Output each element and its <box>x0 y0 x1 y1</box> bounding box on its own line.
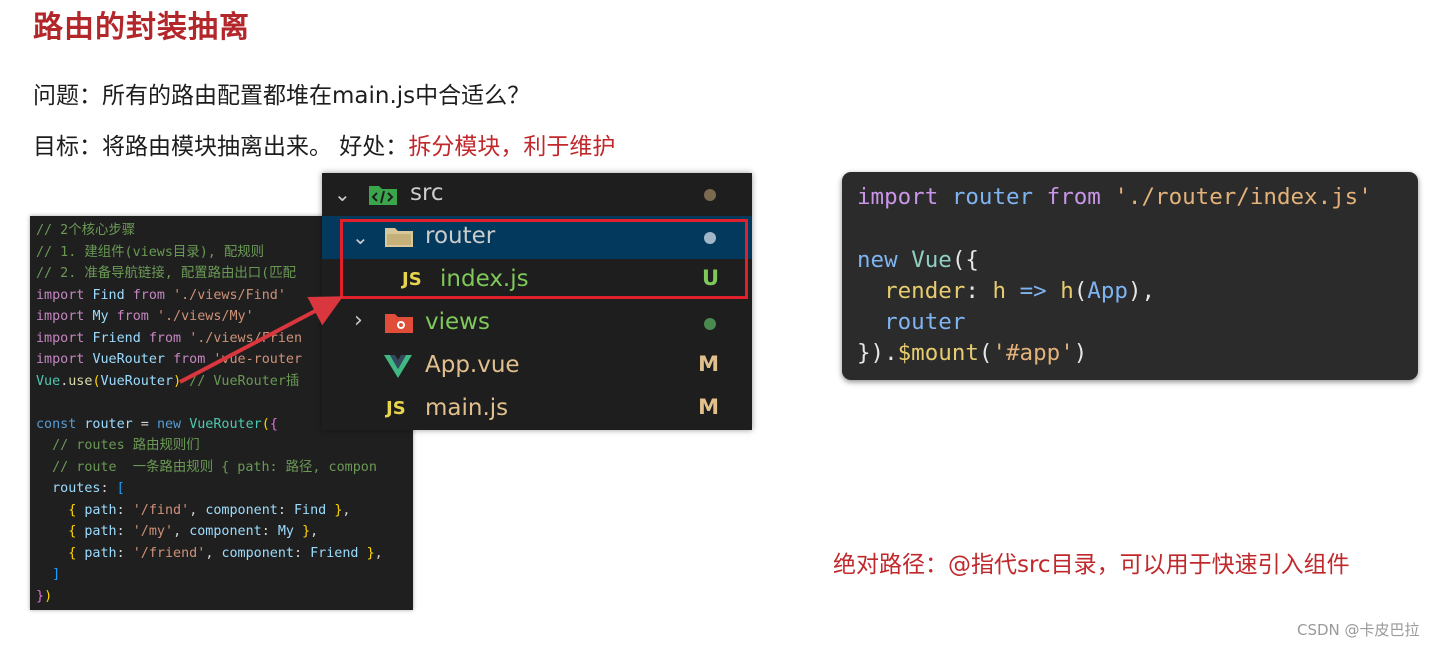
code-keyword: new <box>857 246 898 273</box>
folder-icon <box>368 181 398 213</box>
code-keyword: from <box>1046 184 1101 210</box>
goal-prefix: 目标：将路由模块抽离出来。 好处： <box>33 134 409 160</box>
code-string: '/find' <box>132 502 190 518</box>
code-keyword: import <box>857 184 939 210</box>
code-property: render <box>884 277 966 304</box>
main-js-code-card: import router from './router/index.js' n… <box>842 172 1418 380</box>
explorer-label: main.js <box>425 395 509 421</box>
modified-dot <box>704 318 716 330</box>
explorer-item-router[interactable]: ⌄ router <box>322 216 752 259</box>
card-code: import router from './router/index.js' n… <box>857 184 1372 367</box>
explorer-label: App.vue <box>425 352 520 378</box>
git-status: M <box>698 395 719 419</box>
code-string: '/my' <box>132 524 174 539</box>
modified-dot <box>704 189 716 201</box>
chevron-right-icon: › <box>354 308 363 333</box>
code-string: './views/Find' <box>173 287 286 303</box>
page-title: 路由的封装抽离 <box>33 10 250 45</box>
explorer-item-app-vue[interactable]: App.vue M <box>322 345 752 388</box>
code-string: 'vue-router <box>213 352 303 367</box>
folder-icon <box>384 311 414 341</box>
code-comment: // VueRouter插 <box>189 373 300 389</box>
explorer-item-src[interactable]: ⌄ src <box>322 173 752 216</box>
code-param: h <box>992 277 1007 304</box>
code-string: './router/index.js' <box>1114 184 1372 210</box>
explorer-label: router <box>425 223 496 249</box>
code-identifier: App <box>1087 277 1128 304</box>
explorer-label: index.js <box>440 266 529 292</box>
code-class: Vue <box>911 246 952 273</box>
js-file-icon: JS <box>402 269 422 290</box>
code-function: $mount <box>897 340 979 367</box>
git-status: M <box>698 352 719 376</box>
explorer-item-main-js[interactable]: JS main.js M <box>322 388 752 430</box>
code-identifier: router <box>951 184 1034 210</box>
modified-dot <box>704 232 716 244</box>
code-string: '/friend' <box>132 545 206 561</box>
question-text: 问题：所有的路由配置都堆在main.js中合适么？ <box>33 83 531 109</box>
explorer-item-views[interactable]: › views <box>322 302 752 345</box>
goal-benefit: 拆分模块，利于维护 <box>408 134 616 160</box>
absolute-path-note: 绝对路径：@指代src目录，可以用于快速引入组件 <box>833 552 1350 578</box>
explorer-label: views <box>425 309 490 335</box>
chevron-down-icon: ⌄ <box>352 225 369 249</box>
code-function: h <box>1060 277 1074 304</box>
code-comment: // 2个核心步骤 <box>36 223 136 238</box>
code-string: './views/Frien <box>189 330 303 346</box>
watermark: CSDN @卡皮巴拉 <box>1297 621 1420 639</box>
file-explorer: ⌄ src ⌄ router JS index.js U › views App… <box>322 173 752 430</box>
explorer-label: src <box>410 180 444 206</box>
code-comment: // route 一条路由规则 { path: 路径, compon <box>52 459 377 475</box>
goal-text: 目标：将路由模块抽离出来。 好处：拆分模块，利于维护 <box>33 127 615 161</box>
code-comment: // 1. 建组件(views目录), 配规则 <box>36 244 265 260</box>
code-string: './views/My' <box>156 309 254 324</box>
code-operator: => <box>1019 277 1047 304</box>
highlight-box <box>340 219 748 299</box>
explorer-item-index-js[interactable]: JS index.js U <box>322 259 752 302</box>
code-comment: // 2. 准备导航链接, 配置路由出口(匹配 <box>36 266 297 281</box>
chevron-down-icon: ⌄ <box>334 182 351 206</box>
git-status: U <box>701 266 719 290</box>
js-file-icon: JS <box>386 398 406 419</box>
folder-icon <box>384 225 414 255</box>
code-string: '#app' <box>992 340 1074 367</box>
code-comment: // routes 路由规则们 <box>52 438 200 453</box>
vue-file-icon <box>384 354 412 384</box>
code-property: router <box>884 309 966 336</box>
